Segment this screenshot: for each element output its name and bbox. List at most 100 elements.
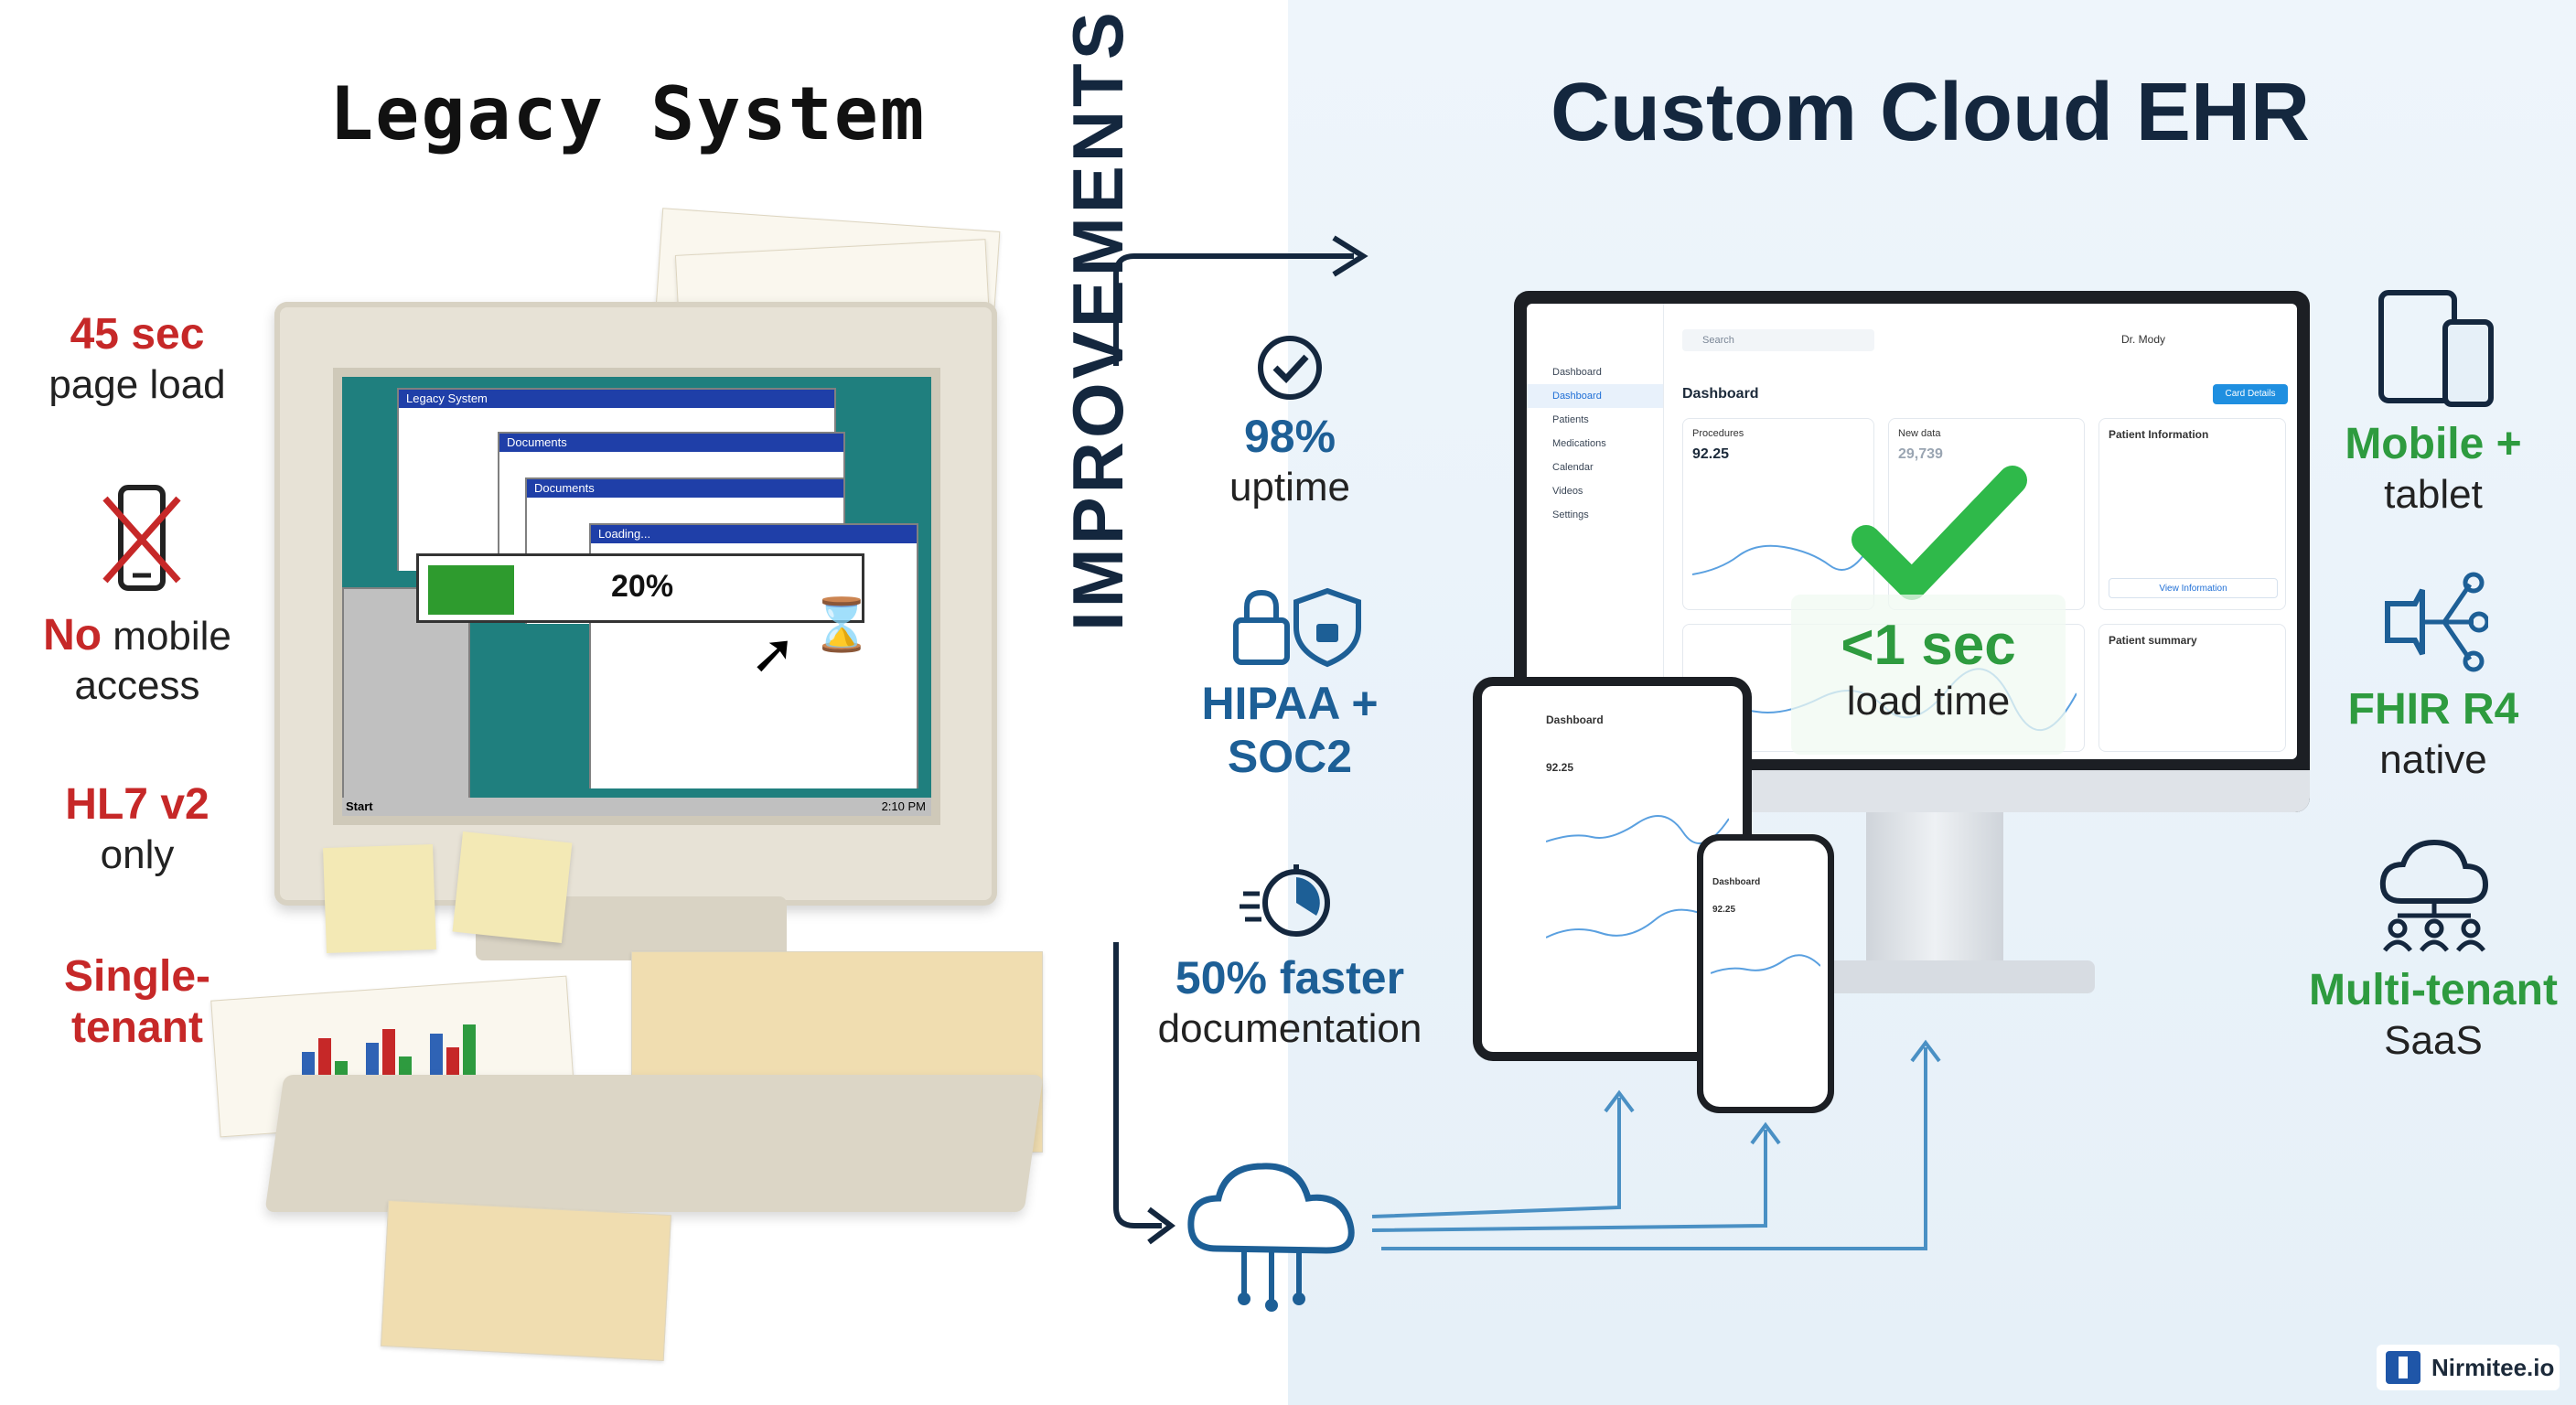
fhir-network-icon [2385,572,2488,672]
patient-info-card: Patient Information View Information [2098,418,2286,610]
sidebar-item-dashboard[interactable]: Dashboard [1552,367,1602,378]
desktop-user-name: Dr. Mody [2121,333,2166,346]
patient-summary-card: Patient summary [2098,624,2286,752]
legacy-progress-fill [428,565,514,615]
brand-badge: Nirmitee.io [2377,1345,2560,1390]
stat-tenant-line2: tenant [71,1003,203,1052]
cursor-arrow-icon: ➚ [750,623,797,684]
load-time-overlay: <1 sec load time [1791,595,2066,755]
feature-mobile-value: Mobile + [2345,420,2522,468]
patient-info-title: Patient Information [2109,428,2209,441]
improve-documentation-label: documentation [1157,1006,1422,1051]
feature-mobile-label: tablet [2384,472,2483,517]
patient-summary-title: Patient summary [2109,634,2197,647]
feature-fhir-value: FHIR R4 [2347,685,2519,734]
improve-documentation-value: 50% faster [1175,952,1405,1003]
phone-line-chart [1711,954,1820,974]
sidebar-item-calendar[interactable]: Calendar [1552,462,1594,473]
desktop-card-details-button[interactable]: Card Details [2213,384,2288,404]
legacy-window-2-title: Documents [499,434,843,452]
load-time-value: <1 sec [1841,614,2016,677]
legacy-window-1-title: Legacy System [399,390,834,408]
brand-logo-icon [2386,1351,2420,1384]
tablet-line-chart-2 [1546,908,1729,938]
check-circle-icon [1258,336,1322,400]
improve-documentation: 50% faster documentation [1143,951,1436,1054]
view-information-button[interactable]: View Information [2109,578,2278,598]
lock-shield-icon [1233,587,1361,668]
improvement-arrows [1113,235,1941,1250]
devices-icon [2378,290,2494,407]
stat-tenant: Single- tenant [18,951,256,1054]
cloud-circuit-icon [1187,1163,1355,1312]
new-data-label: New data [1898,428,1941,439]
stat-hl7-value: HL7 v2 [65,780,209,829]
folder-bottom [381,1199,671,1362]
stopwatch-icon [1240,864,1330,937]
stat-mobile-no: No [43,611,102,660]
desktop-dashboard-title: Dashboard [1682,386,1759,402]
procedures-card: Procedures 92.25 [1682,418,1874,610]
desktop-sidebar: Dashboard Dashboard Patients Medications… [1527,304,1664,759]
feature-fhir-label: native [2379,737,2487,782]
new-data-value: 29,739 [1898,446,1943,462]
sidebar-item-videos[interactable]: Videos [1552,486,1583,497]
hourglass-icon: ⌛ [810,595,874,653]
procedures-label: Procedures [1692,428,1744,439]
desktop-logo-area [1527,304,1663,360]
legacy-clock: 2:10 PM [881,799,926,813]
legacy-progress-bar: 20% [416,553,864,623]
stat-mobile: No mobile access [18,610,256,711]
improve-compliance-line2: SOC2 [1227,731,1353,782]
improve-compliance: HIPAA + SOC2 [1143,677,1436,783]
desktop-search-input[interactable]: Search [1682,329,1874,351]
sticky-note-1 [323,843,436,954]
phone-dashboard-title: Dashboard [1712,877,1761,887]
feature-fhir: FHIR R4 native [2287,684,2576,785]
sidebar-item-patients[interactable]: Patients [1552,414,1589,425]
stat-mobile-word: mobile [102,614,231,659]
load-time-label: load time [1846,679,2011,724]
feature-multitenant-value: Multi-tenant [2309,966,2558,1014]
tablet-value: 92.25 [1546,761,1574,774]
no-mobile-icon [102,485,181,591]
keyboard [264,1075,1044,1212]
stat-mobile-label: access [74,663,200,708]
legacy-window-4-title: Loading... [591,525,917,543]
sidebar-item-dashboard-active[interactable]: Dashboard [1527,384,1663,408]
stat-page-load-value: 45 sec [70,310,205,359]
feature-multitenant: Multi-tenant SaaS [2287,965,2576,1066]
cloud-title: Custom Cloud EHR [1551,67,2310,158]
improve-compliance-line1: HIPAA + [1201,678,1379,729]
phone-device: Dashboard 92.25 [1697,834,1834,1113]
legacy-start-menu-body [344,589,468,814]
procedures-value: 92.25 [1692,446,1730,462]
success-check-icon [1852,466,2027,600]
stat-mobile-line1: No mobile [18,610,256,661]
stat-tenant-line1: Single- [63,952,210,1001]
feature-multitenant-label: SaaS [2384,1018,2483,1063]
sidebar-item-medications[interactable]: Medications [1552,438,1606,449]
tablet-dashboard-title: Dashboard [1546,713,1604,726]
legacy-progress-label: 20% [611,569,674,604]
legacy-start-button[interactable]: Start [346,799,373,813]
improve-uptime-label: uptime [1229,465,1351,509]
phone-value: 92.25 [1712,905,1736,915]
improve-uptime-value: 98% [1243,411,1336,462]
cloud-users-icon [2379,839,2489,952]
improvements-label: IMPROVEMENTS [1057,8,1138,631]
legacy-taskbar: Start 2:10 PM [342,798,931,816]
improve-uptime: 98% uptime [1143,410,1436,512]
stat-page-load-label: page load [48,362,226,407]
stat-page-load: 45 sec page load [18,309,256,410]
sidebar-item-settings[interactable]: Settings [1552,509,1589,520]
stat-hl7: HL7 v2 only [18,779,256,880]
procedures-line-chart [1692,544,1866,575]
phone-screen: Dashboard 92.25 [1703,841,1828,1107]
stat-hl7-label: only [100,832,175,877]
brand-name: Nirmitee.io [2431,1353,2555,1381]
legacy-title: Legacy System [329,71,927,156]
legacy-window-3-title: Documents [527,479,843,498]
sticky-note-2 [452,831,573,943]
feature-mobile: Mobile + tablet [2287,419,2576,520]
